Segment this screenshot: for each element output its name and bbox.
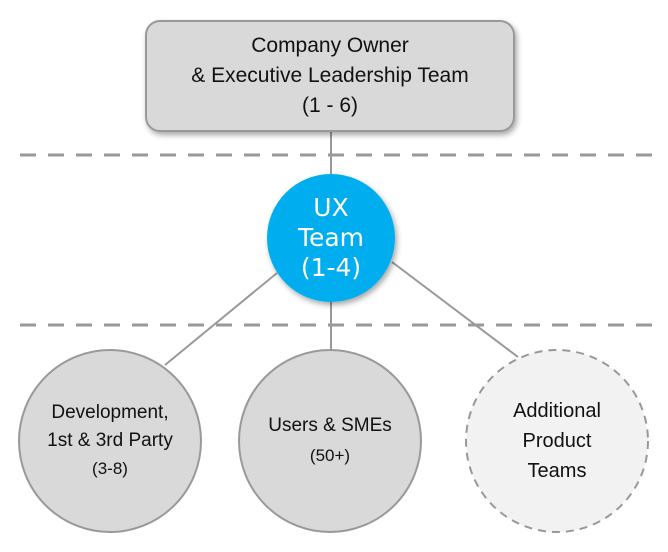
edge-ux-additional xyxy=(391,261,519,358)
owner-node xyxy=(145,20,515,132)
edge-ux-development xyxy=(164,272,278,366)
additional-node xyxy=(465,349,649,533)
users-node xyxy=(238,349,422,533)
ux-team-node xyxy=(267,174,395,302)
development-node xyxy=(18,349,202,533)
